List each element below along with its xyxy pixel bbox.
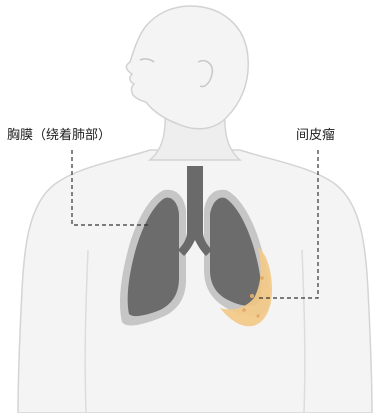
head	[126, 6, 248, 129]
pleura-label: 胸膜（绕着肺部）	[7, 128, 111, 144]
tumor-spot	[260, 276, 264, 280]
mesothelioma-label: 间皮瘤	[296, 128, 335, 144]
tumor-spot	[256, 314, 259, 317]
tumor-spot	[242, 308, 246, 312]
tumor-spot	[250, 294, 254, 298]
